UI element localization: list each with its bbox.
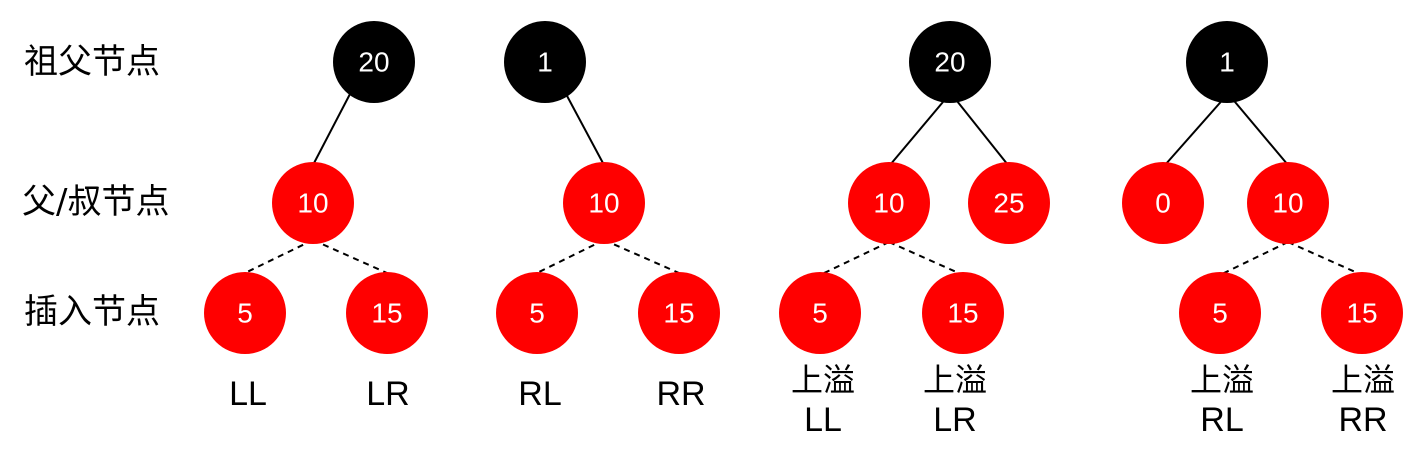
- case-label-t3-right: LR: [933, 401, 976, 439]
- node-t4-uncle: 0: [1122, 162, 1204, 244]
- edge-t3-grandparent-uncle: [952, 95, 1009, 166]
- row-label-grandparent: 祖父节点: [24, 42, 160, 82]
- node-t1-child-right: 15: [346, 272, 428, 354]
- node-t4-parent-value: 10: [1272, 188, 1303, 219]
- node-t1-parent: 10: [272, 162, 354, 244]
- node-t2-child-right-value: 15: [663, 298, 694, 329]
- edge-t4-grandparent-uncle: [1164, 95, 1227, 166]
- node-t3-uncle: 25: [968, 162, 1050, 244]
- overflow-label-t3-right: 上溢: [923, 361, 987, 399]
- case-label-t1-left: LL: [229, 375, 267, 413]
- node-t2-parent-value: 10: [588, 188, 619, 219]
- node-t3-grandparent: 20: [909, 21, 991, 103]
- node-t4-child-left: 5: [1179, 272, 1261, 354]
- overflow-label-t4-left: 上溢: [1190, 361, 1254, 399]
- row-label-parent-uncle: 父/叔节点: [22, 182, 169, 222]
- node-t1-grandparent-value: 20: [358, 47, 389, 78]
- node-t3-uncle-value: 25: [993, 188, 1024, 219]
- node-t3-child-right: 15: [922, 272, 1004, 354]
- node-t2-grandparent: 1: [504, 21, 586, 103]
- edge-t2-parent-left-dashed: [536, 239, 605, 274]
- node-t4-parent: 10: [1247, 162, 1329, 244]
- node-t2-grandparent-value: 1: [537, 47, 553, 78]
- node-t2-child-right: 15: [638, 272, 720, 354]
- node-t4-child-left-value: 5: [1212, 298, 1228, 329]
- node-t3-parent-value: 10: [873, 188, 904, 219]
- node-t1-child-left-value: 5: [237, 298, 253, 329]
- edge-t3-parent-right-dashed: [888, 241, 964, 276]
- edge-t3-grandparent-parent: [889, 95, 949, 166]
- node-t3-child-left: 5: [779, 272, 861, 354]
- node-t3-grandparent-value: 20: [934, 47, 965, 78]
- edge-t1-parent-left-dashed: [244, 239, 314, 274]
- node-t2-parent: 10: [563, 162, 645, 244]
- node-t3-child-right-value: 15: [947, 298, 978, 329]
- case-label-t2-left: RL: [518, 375, 561, 413]
- node-t1-parent-value: 10: [297, 188, 328, 219]
- node-t2-child-left-value: 5: [529, 298, 545, 329]
- case-label-t2-right: RR: [656, 375, 705, 413]
- edge-t1-parent-right-dashed: [312, 239, 388, 274]
- node-t4-uncle-value: 0: [1155, 188, 1171, 219]
- node-t1-child-left: 5: [204, 272, 286, 354]
- overflow-label-t4-right: 上溢: [1331, 361, 1395, 399]
- edge-t4-parent-right-dashed: [1287, 241, 1363, 276]
- overflow-label-t3-left: 上溢: [791, 361, 855, 399]
- node-t4-child-right-value: 15: [1346, 298, 1377, 329]
- edge-t4-grandparent-parent: [1229, 95, 1289, 166]
- node-t4-grandparent: 1: [1186, 21, 1268, 103]
- node-t2-child-left: 5: [496, 272, 578, 354]
- edge-t3-parent-left-dashed: [819, 241, 890, 276]
- case-label-t4-right: RR: [1338, 401, 1387, 439]
- node-t4-child-right: 15: [1321, 272, 1403, 354]
- case-label-t4-left: RL: [1200, 401, 1243, 439]
- node-t3-child-left-value: 5: [812, 298, 828, 329]
- node-t1-grandparent: 20: [333, 21, 415, 103]
- edge-t2-grandparent-parent: [565, 93, 605, 166]
- case-label-t3-left: LL: [804, 401, 842, 439]
- edge-t1-grandparent-parent: [312, 93, 351, 166]
- case-label-t1-right: LR: [366, 375, 409, 413]
- node-t3-parent: 10: [848, 162, 930, 244]
- node-t4-grandparent-value: 1: [1219, 47, 1235, 78]
- edge-t4-parent-left-dashed: [1219, 241, 1289, 276]
- row-label-inserted: 插入节点: [24, 292, 160, 332]
- edge-t2-parent-right-dashed: [603, 239, 680, 274]
- node-t1-child-right-value: 15: [371, 298, 402, 329]
